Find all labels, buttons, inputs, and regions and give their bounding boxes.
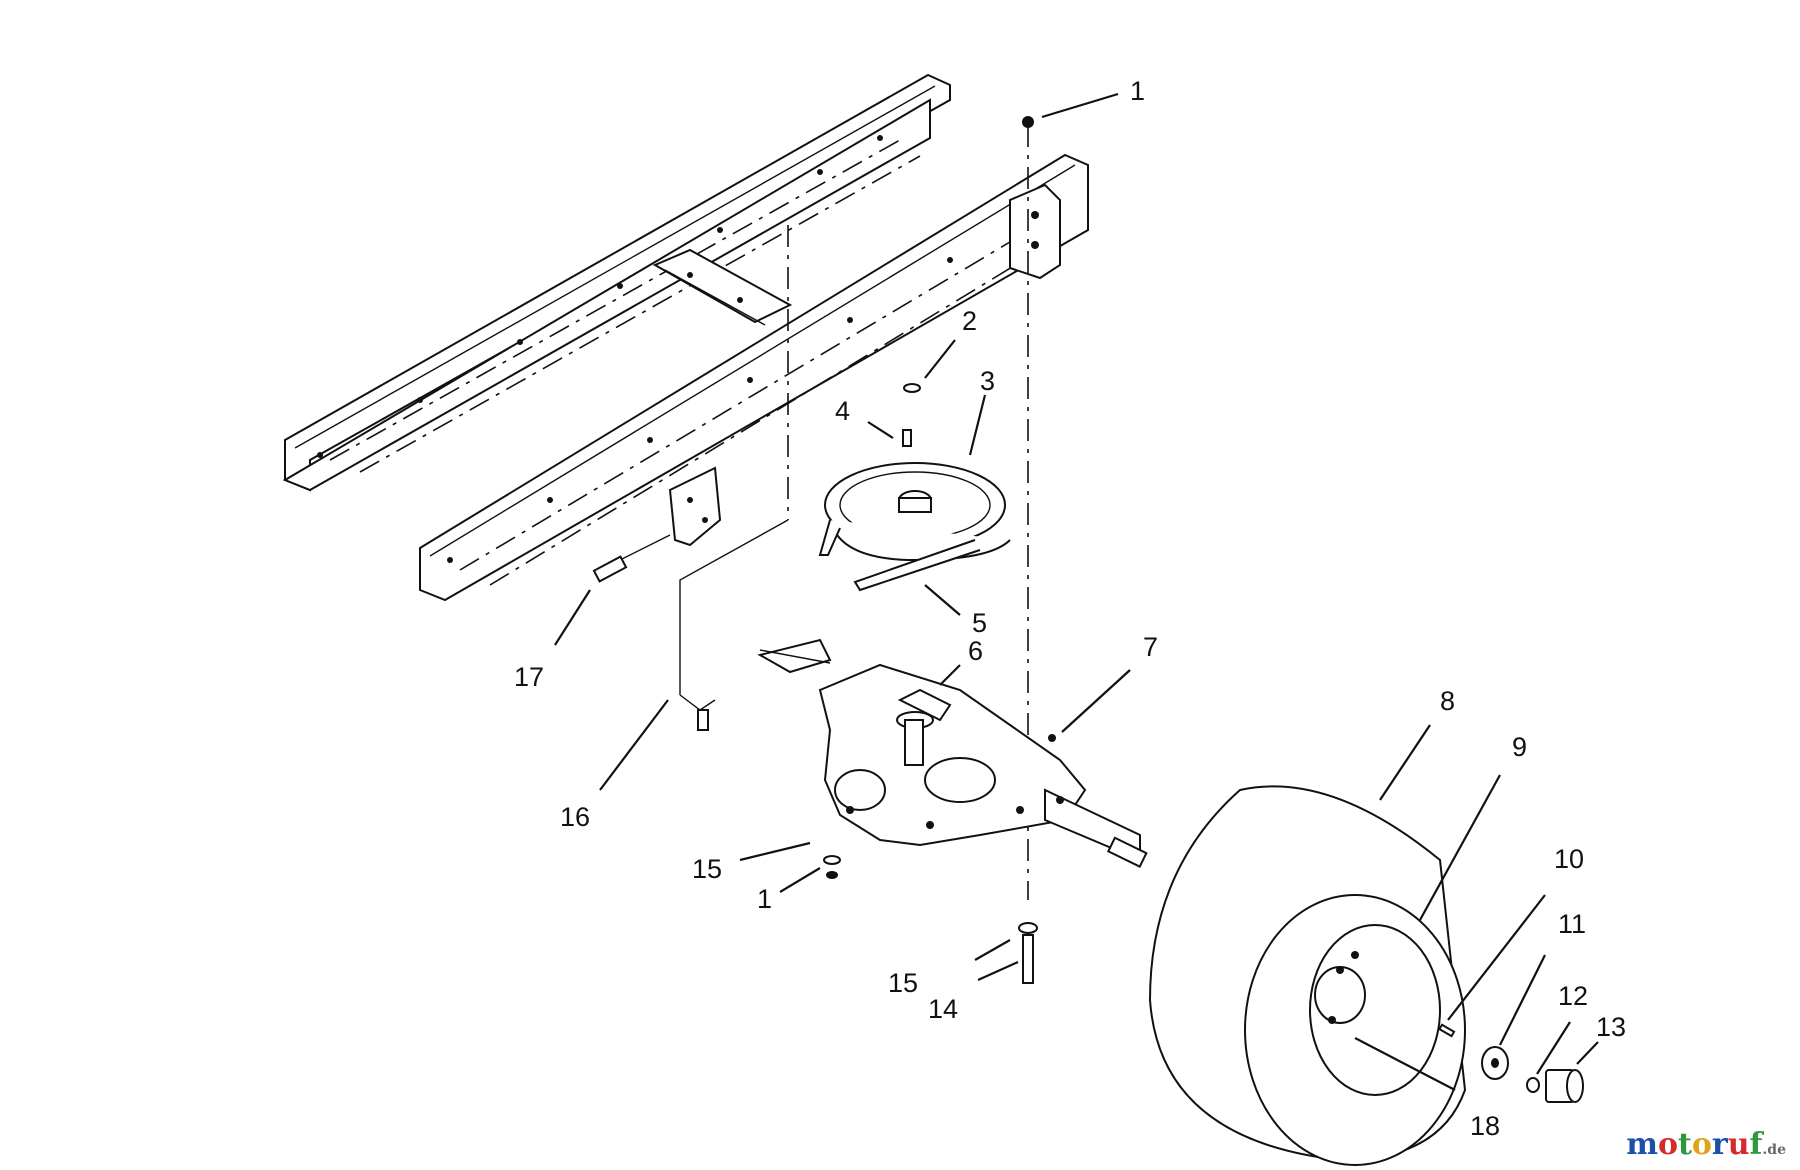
leader-lines	[554, 92, 1599, 1091]
callout-11: 11	[1558, 909, 1586, 939]
callout-2: 2	[962, 306, 977, 336]
watermark-letter: r	[1711, 1127, 1728, 1162]
fasteners	[697, 116, 1056, 984]
site-watermark: motoruf.de	[1626, 1127, 1786, 1162]
callout-1-top: 1	[1130, 76, 1145, 106]
callout-12: 12	[1558, 981, 1588, 1011]
callout-labels: 1 2 3 4 5 6 7 8 9 10 11 12 13 14 15 15 1…	[514, 76, 1626, 1141]
frame-rail-rear	[282, 73, 951, 492]
callout-9: 9	[1512, 732, 1527, 762]
callout-13: 13	[1596, 1012, 1626, 1042]
wheel-and-tire	[1148, 785, 1467, 1166]
callout-15-left: 15	[692, 854, 722, 884]
shift-rod	[679, 519, 789, 711]
callout-3: 3	[980, 366, 995, 396]
watermark-letter: f	[1749, 1127, 1763, 1162]
shift-bracket	[592, 466, 722, 583]
transaxle	[757, 638, 1148, 868]
callout-16: 16	[560, 802, 590, 832]
pulley-assembly	[818, 383, 1011, 592]
callout-8: 8	[1440, 686, 1455, 716]
watermark-letter: o	[1658, 1127, 1679, 1162]
watermark-letter: m	[1626, 1127, 1658, 1162]
callout-10: 10	[1554, 844, 1584, 874]
callout-4: 4	[835, 396, 850, 426]
watermark-letter: u	[1727, 1127, 1750, 1162]
callout-17: 17	[514, 662, 544, 692]
hub-hardware	[1438, 1023, 1584, 1103]
callout-6: 6	[968, 636, 983, 666]
callout-5: 5	[972, 608, 987, 638]
callout-18: 18	[1470, 1111, 1500, 1141]
callout-15-right: 15	[888, 968, 918, 998]
watermark-letter: o	[1691, 1127, 1712, 1162]
watermark-suffix: .de	[1762, 1142, 1786, 1158]
frame-cross-member	[652, 248, 793, 326]
callout-1-bottom: 1	[757, 884, 772, 914]
frame-rail-front	[419, 153, 1089, 602]
watermark-letter: t	[1678, 1127, 1692, 1162]
callout-7: 7	[1143, 632, 1158, 662]
callout-14: 14	[928, 994, 958, 1024]
